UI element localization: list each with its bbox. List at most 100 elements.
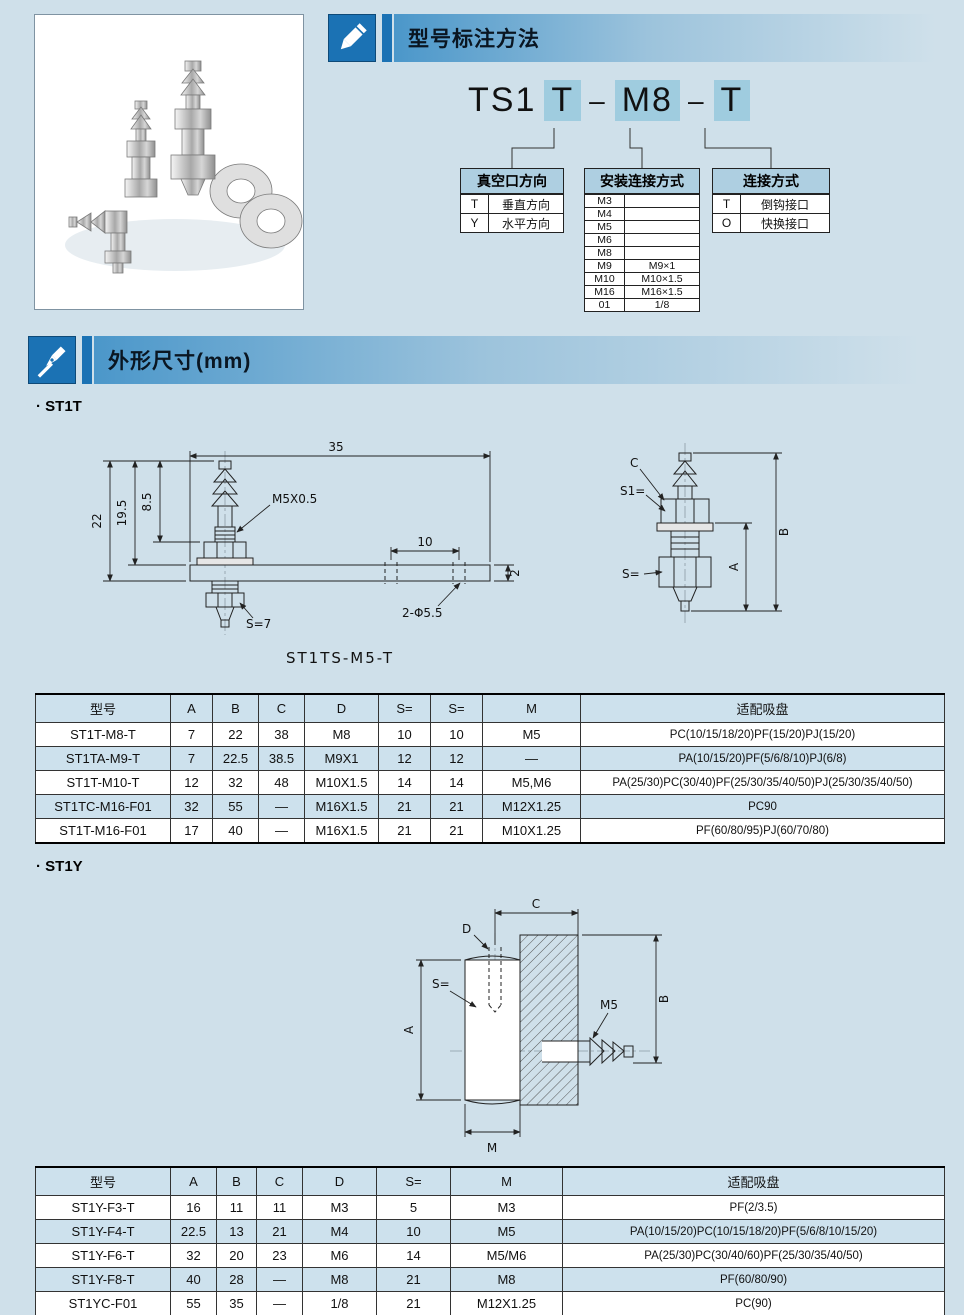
column-header: D bbox=[302, 1166, 377, 1196]
st1t-side-dimensions bbox=[639, 452, 782, 612]
table-cell: M8 bbox=[302, 1267, 377, 1292]
table-cell: M9 bbox=[584, 259, 625, 273]
column-header: 适配吸盘 bbox=[562, 1166, 945, 1196]
table-cell: 20 bbox=[216, 1243, 257, 1268]
header-stripe bbox=[82, 336, 92, 384]
table-cell: 13 bbox=[216, 1219, 257, 1244]
table-cell: 11 bbox=[256, 1195, 303, 1220]
table-cell: 21 bbox=[376, 1267, 451, 1292]
table-cell: 5 bbox=[376, 1195, 451, 1220]
holes-label: 2-Φ5.5 bbox=[402, 606, 443, 620]
code-dash: – bbox=[687, 84, 706, 116]
table-cell: M9×1 bbox=[624, 259, 700, 273]
table-cell: 55 bbox=[212, 794, 259, 819]
table-cell: PA(25/30)PC(30/40/60)PF(25/30/35/40/50) bbox=[562, 1243, 945, 1268]
table-cell: 40 bbox=[212, 818, 259, 844]
table-cell: 21 bbox=[376, 1291, 451, 1315]
table-cell: M3 bbox=[584, 194, 625, 208]
product-photo-illustration bbox=[65, 60, 303, 274]
table-cell: M10X1.5 bbox=[304, 770, 379, 795]
table-cell: 11 bbox=[216, 1195, 257, 1220]
section-title-designation: 型号标注方法 bbox=[408, 28, 540, 51]
st1t-front-view bbox=[189, 460, 491, 628]
table-cell: M8 bbox=[584, 246, 625, 260]
table-cell: M16×1.5 bbox=[624, 285, 700, 299]
table-cell: M10X1.25 bbox=[482, 818, 581, 844]
table-cell: 12 bbox=[378, 746, 431, 771]
mounting-title: 安装连接方式 bbox=[584, 168, 700, 194]
side-dim-b: B bbox=[777, 528, 791, 536]
table-cell: ST1T-M16-F01 bbox=[35, 818, 171, 844]
table-cell: 23 bbox=[256, 1243, 303, 1268]
table-cell: 12 bbox=[430, 746, 483, 771]
code-segment-vacuum: T bbox=[544, 80, 582, 121]
table-cell: 垂直方向 bbox=[488, 194, 564, 214]
side-dim-c: C bbox=[630, 456, 638, 470]
table-cell bbox=[624, 246, 700, 260]
table-cell: — bbox=[258, 794, 305, 819]
table-cell: 01 bbox=[584, 298, 625, 312]
table-cell bbox=[624, 207, 700, 221]
st1t-side-view bbox=[656, 452, 714, 612]
table-cell: M3 bbox=[450, 1195, 563, 1220]
table-cell: M12X1.25 bbox=[450, 1291, 563, 1315]
thread-label-m5: M5 bbox=[600, 998, 618, 1012]
table-cell: ST1YC-F01 bbox=[35, 1291, 171, 1315]
column-header: D bbox=[304, 693, 379, 723]
code-connector-lines bbox=[511, 128, 772, 168]
column-header: A bbox=[170, 693, 213, 723]
table-cell: 32 bbox=[170, 794, 213, 819]
column-header: B bbox=[216, 1166, 257, 1196]
side-dim-s1: S1= bbox=[620, 484, 645, 498]
table-cell: M10×1.5 bbox=[624, 272, 700, 286]
table-cell: 21 bbox=[378, 818, 431, 844]
table-cell: 28 bbox=[216, 1267, 257, 1292]
table-cell: 22.5 bbox=[212, 746, 259, 771]
table-cell: 22.5 bbox=[170, 1219, 217, 1244]
table-cell: — bbox=[256, 1267, 303, 1292]
table-cell: PC(10/15/18/20)PF(15/20)PJ(15/20) bbox=[580, 722, 945, 747]
code-dash: – bbox=[589, 84, 607, 116]
table-row: M5 bbox=[584, 220, 700, 234]
column-header: M bbox=[482, 693, 581, 723]
table-cell: 21 bbox=[430, 794, 483, 819]
table-cell: — bbox=[482, 746, 581, 771]
header-stripe bbox=[382, 14, 392, 62]
table-cell: 48 bbox=[258, 770, 305, 795]
code-segment-mounting: M8 bbox=[614, 80, 680, 121]
column-header: 型号 bbox=[35, 1166, 171, 1196]
st1y-dimensions bbox=[416, 909, 662, 1137]
column-header: S= bbox=[378, 693, 431, 723]
table-cell: PA(10/15/20)PC(10/15/18/20)PF(5/6/8/10/1… bbox=[562, 1219, 945, 1244]
table-cell: 12 bbox=[170, 770, 213, 795]
dim-c: C bbox=[532, 897, 540, 911]
table-cell: 1/8 bbox=[302, 1291, 377, 1315]
table-cell: M5 bbox=[482, 722, 581, 747]
dim-b: B bbox=[657, 995, 671, 1003]
table-cell: ST1TC-M16-F01 bbox=[35, 794, 171, 819]
column-header: 适配吸盘 bbox=[580, 693, 945, 723]
side-dim-a: A bbox=[727, 562, 741, 571]
table-cell: PF(2/3.5) bbox=[562, 1195, 945, 1220]
dim-10: 10 bbox=[417, 535, 432, 549]
table-cell: 水平方向 bbox=[488, 213, 564, 233]
table-cell: ST1TA-M9-T bbox=[35, 746, 171, 771]
st1t-drawing: 35 8.5 19.5 22 M5X0.5 10 2 S=7 2-Φ5.5 ST… bbox=[90, 440, 791, 667]
column-header: S= bbox=[376, 1166, 451, 1196]
table-cell: PA(10/15/20)PF(5/6/8/10)PJ(6/8) bbox=[580, 746, 945, 771]
table-cell: 16 bbox=[170, 1195, 217, 1220]
